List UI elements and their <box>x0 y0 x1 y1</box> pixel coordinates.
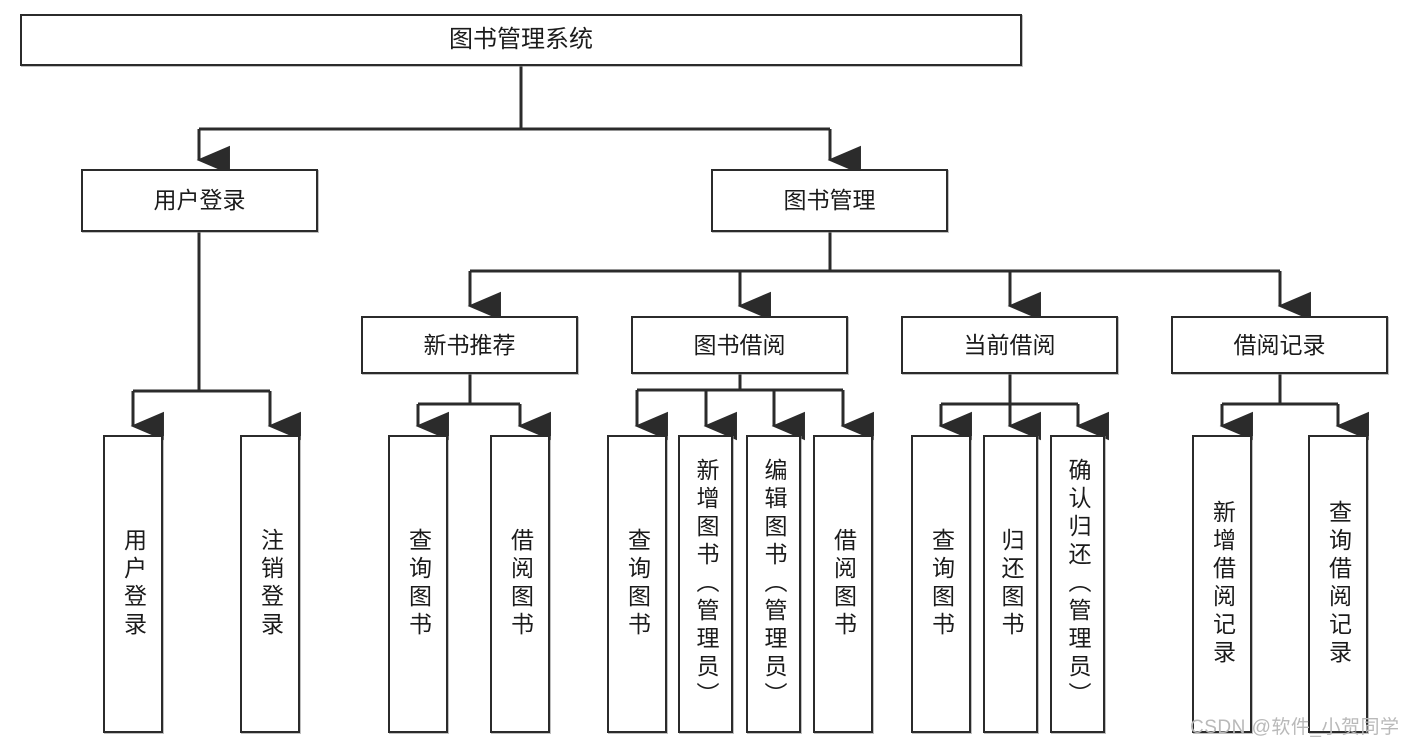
node-leaf-edit-book[interactable]: 编辑图书（管理员） <box>746 435 801 733</box>
node-leaf-add-book[interactable]: 新增图书（管理员） <box>678 435 733 733</box>
node-label: 归还图书 <box>998 528 1024 640</box>
node-leaf-add-borrow-record[interactable]: 新增借阅记录 <box>1192 435 1252 733</box>
node-label: 当前借阅 <box>963 331 1056 358</box>
node-new-book-recommend[interactable]: 新书推荐 <box>361 316 578 374</box>
node-leaf-query-book-borrow[interactable]: 查询图书 <box>607 435 667 733</box>
node-leaf-query-book-current[interactable]: 查询图书 <box>911 435 971 733</box>
node-label: 用户登录 <box>120 528 147 640</box>
node-label: 新书推荐 <box>423 331 516 358</box>
node-book-borrow[interactable]: 图书借阅 <box>631 316 848 374</box>
node-label: 新增图书（管理员） <box>693 458 719 710</box>
node-current-borrow[interactable]: 当前借阅 <box>901 316 1118 374</box>
node-label: 图书借阅 <box>693 331 786 358</box>
node-label: 借阅图书 <box>830 528 857 640</box>
node-label: 查询图书 <box>405 528 432 640</box>
node-leaf-user-login[interactable]: 用户登录 <box>103 435 163 733</box>
node-label: 注销登录 <box>257 528 284 640</box>
node-label: 确认归还（管理员） <box>1065 458 1091 710</box>
csdn-watermark: CSDN @软件_小贺同学 <box>1190 717 1400 738</box>
node-leaf-confirm-return[interactable]: 确认归还（管理员） <box>1050 435 1105 733</box>
node-user-login[interactable]: 用户登录 <box>81 169 318 232</box>
node-leaf-query-borrow-record[interactable]: 查询借阅记录 <box>1308 435 1368 733</box>
node-leaf-query-book-recommend[interactable]: 查询图书 <box>388 435 448 733</box>
node-label: 查询借阅记录 <box>1325 500 1352 668</box>
node-leaf-logout-login[interactable]: 注销登录 <box>240 435 300 733</box>
node-label: 借阅图书 <box>507 528 534 640</box>
node-label: 编辑图书（管理员） <box>761 458 787 710</box>
node-leaf-return-book[interactable]: 归还图书 <box>983 435 1038 733</box>
node-label: 查询图书 <box>624 528 651 640</box>
node-root-system[interactable]: 图书管理系统 <box>20 14 1022 66</box>
node-label: 图书管理系统 <box>449 26 593 54</box>
node-book-management[interactable]: 图书管理 <box>711 169 948 232</box>
node-label: 图书管理 <box>783 187 876 214</box>
node-leaf-borrow-book-recommend[interactable]: 借阅图书 <box>490 435 550 733</box>
node-leaf-borrow-book[interactable]: 借阅图书 <box>813 435 873 733</box>
node-label: 新增借阅记录 <box>1209 500 1236 668</box>
node-borrow-record[interactable]: 借阅记录 <box>1171 316 1388 374</box>
node-label: 用户登录 <box>153 187 246 214</box>
node-label: 借阅记录 <box>1233 331 1326 358</box>
node-label: 查询图书 <box>928 528 955 640</box>
